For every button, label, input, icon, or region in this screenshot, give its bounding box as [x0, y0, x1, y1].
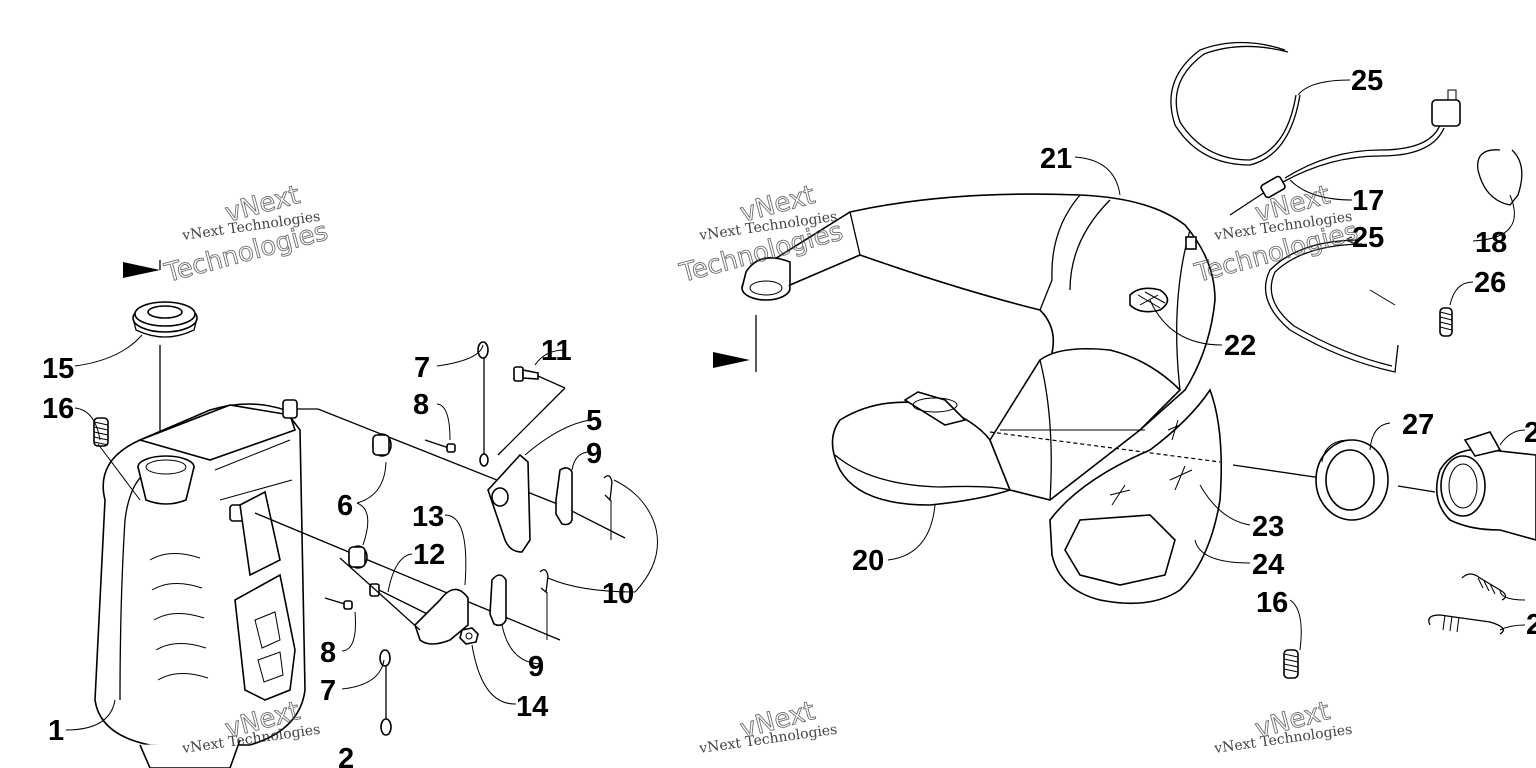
watermark-bottom-center: vNext Technologies vNext [697, 696, 838, 757]
clamp-ring-part [1477, 149, 1523, 206]
callout-17: 17 [1352, 185, 1384, 217]
callout-7-top: 7 [414, 352, 430, 384]
clamp-band-part [1170, 41, 1301, 166]
callout-24: 24 [1252, 549, 1284, 581]
callout-5: 5 [586, 405, 602, 437]
bolt-part [513, 366, 539, 382]
callout-25-top: 25 [1351, 65, 1383, 97]
alignment-arrow-icon [123, 262, 160, 278]
callout-9-top: 9 [586, 438, 602, 470]
muffler-body [94, 399, 318, 768]
callout-2-right-bottom: 2 [1526, 609, 1536, 641]
expansion-chamber-part [831, 347, 1182, 506]
bracket-plate-part [487, 453, 531, 553]
muffler-assembly [65, 260, 658, 768]
callout-1: 1 [48, 715, 64, 747]
callout-25-middle: 25 [1352, 222, 1384, 254]
clamp-band-part [1264, 239, 1399, 373]
callout-10: 10 [602, 578, 634, 610]
link-rod-part [379, 649, 392, 736]
expansion-chamber-assembly [713, 41, 1536, 679]
callout-26: 26 [1474, 267, 1506, 299]
callout-8-top: 8 [413, 389, 429, 421]
bracket-part [414, 588, 469, 645]
alignment-arrow-icon [713, 352, 750, 368]
spring-part [1428, 573, 1507, 635]
callout-2-right-top: 2 [1524, 417, 1536, 449]
spring-part [93, 417, 109, 447]
watermark-top-left: vNext Technologies vNext Technologies [161, 180, 332, 290]
nut-part [459, 627, 479, 645]
heat-shield-part [1049, 388, 1223, 605]
callout-11: 11 [541, 335, 572, 367]
exhaust-manifold-part [1435, 431, 1536, 541]
callout-20: 20 [852, 545, 884, 577]
grommet-part [132, 301, 198, 338]
callout-7-bottom: 7 [320, 675, 336, 707]
callout-23: 23 [1252, 511, 1284, 543]
gasket-part [1315, 439, 1389, 521]
callout-labels: 1 2 5 6 7 7 8 8 9 9 10 11 12 13 14 15 16… [42, 65, 1536, 768]
callout-15: 15 [42, 353, 74, 385]
callout-16-right: 16 [1256, 587, 1288, 619]
watermark-bottom-right: vNext Technologies vNext [1212, 696, 1353, 757]
callout-9-bottom: 9 [528, 651, 544, 683]
watermark-top-right: vNext Technologies vNext Technologies [1191, 180, 1362, 290]
spring-part [1439, 307, 1453, 337]
callout-13: 13 [412, 501, 444, 533]
callout-12: 12 [413, 539, 445, 571]
lever-part [489, 574, 507, 627]
callout-21: 21 [1040, 143, 1072, 175]
callout-8-bottom: 8 [320, 637, 336, 669]
spring-part [1283, 649, 1299, 679]
rubber-mount-part [348, 433, 392, 569]
callout-2: 2 [338, 743, 354, 768]
callout-16-left: 16 [42, 393, 74, 425]
callout-18: 18 [1475, 227, 1507, 259]
lever-part [555, 467, 573, 526]
callout-22: 22 [1224, 330, 1256, 362]
link-rod-part [477, 341, 489, 467]
callout-27: 27 [1402, 409, 1434, 441]
callout-6: 6 [337, 490, 353, 522]
temperature-sensor-part [1229, 89, 1461, 216]
callout-14: 14 [516, 691, 548, 723]
